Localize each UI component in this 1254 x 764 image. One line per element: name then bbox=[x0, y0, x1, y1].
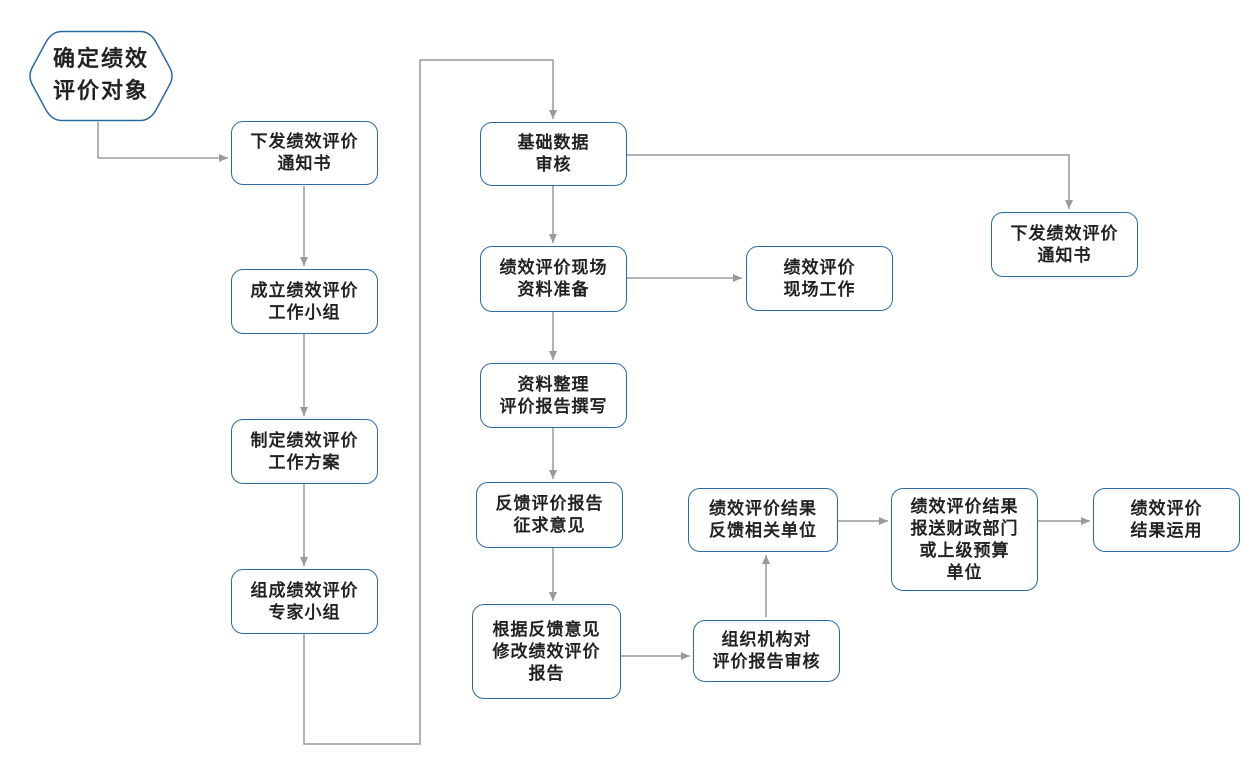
node-onsite-material-prep-line-1: 绩效评价现场 bbox=[499, 258, 608, 278]
node-report-to-finance: 绩效评价结果 报送财政部门 或上级预算 单位 bbox=[891, 488, 1038, 591]
node-make-work-plan-line-2: 工作方案 bbox=[268, 452, 341, 473]
node-revise-report-line-3: 报告 bbox=[528, 663, 565, 684]
node-form-expert-team-line-1: 组成绩效评价 bbox=[250, 580, 359, 601]
node-revise-report-line-1: 根据反馈意见 bbox=[492, 619, 601, 640]
node-feedback-solicit-line-1: 反馈评价报告 bbox=[495, 494, 604, 514]
node-report-to-finance-line-1: 绩效评价结果 bbox=[910, 496, 1019, 517]
node-onsite-material-prep: 绩效评价现场 资料准备 bbox=[480, 246, 627, 312]
node-basic-data-audit: 基础数据 审核 bbox=[480, 122, 627, 186]
edge-expert-to-audit bbox=[303, 59, 557, 745]
node-start-line-2: 评价对象 bbox=[52, 79, 149, 104]
node-result-application-line-1: 绩效评价 bbox=[1130, 499, 1203, 519]
node-result-feedback: 绩效评价结果 反馈相关单位 bbox=[688, 488, 838, 552]
node-report-writing-line-2: 评价报告撰写 bbox=[499, 396, 608, 417]
node-result-feedback-line-2: 反馈相关单位 bbox=[709, 521, 817, 541]
node-form-work-team-line-2: 工作小组 bbox=[268, 302, 341, 323]
node-make-work-plan-line-1: 制定绩效评价 bbox=[250, 430, 359, 451]
node-form-work-team-line-1: 成立绩效评价 bbox=[250, 280, 359, 301]
node-report-writing-line-1: 资料整理 bbox=[517, 374, 590, 395]
node-result-feedback-line-1: 绩效评价结果 bbox=[709, 499, 817, 519]
node-revise-report: 根据反馈意见 修改绩效评价 报告 bbox=[472, 604, 621, 699]
node-issue-notice-2-line-2: 通知书 bbox=[1037, 245, 1092, 266]
node-organization-review: 组织机构对 评价报告审核 bbox=[693, 620, 840, 682]
node-onsite-material-prep-line-2: 资料准备 bbox=[517, 280, 590, 300]
node-form-work-team: 成立绩效评价 工作小组 bbox=[231, 269, 378, 334]
node-form-expert-team-line-2: 专家小组 bbox=[268, 602, 341, 623]
edge-audit-to-notice2 bbox=[627, 154, 1073, 209]
node-issue-notice-1-line-1: 下发绩效评价 bbox=[250, 132, 359, 152]
start-hexagon-shape bbox=[29, 30, 173, 122]
node-revise-report-line-2: 修改绩效评价 bbox=[492, 641, 601, 662]
node-feedback-solicit-line-2: 征求意见 bbox=[513, 516, 586, 536]
node-feedback-solicit: 反馈评价报告 征求意见 bbox=[476, 482, 623, 548]
node-form-expert-team: 组成绩效评价 专家小组 bbox=[231, 569, 378, 634]
node-issue-notice-2-line-1: 下发绩效评价 bbox=[1010, 223, 1119, 244]
node-onsite-work: 绩效评价 现场工作 bbox=[746, 246, 893, 311]
node-make-work-plan: 制定绩效评价 工作方案 bbox=[231, 419, 378, 484]
node-result-application-line-2: 结果运用 bbox=[1130, 521, 1203, 541]
edge-start-to-notice1 bbox=[97, 122, 228, 162]
node-organization-review-line-2: 评价报告审核 bbox=[712, 652, 821, 672]
node-onsite-work-line-1: 绩效评价 bbox=[783, 257, 856, 278]
node-issue-notice-2: 下发绩效评价 通知书 bbox=[991, 212, 1138, 277]
node-basic-data-audit-line-2: 审核 bbox=[535, 155, 572, 175]
node-report-to-finance-line-4: 单位 bbox=[946, 562, 983, 583]
node-start-label: 确定绩效 评价对象 bbox=[28, 30, 174, 122]
node-issue-notice-1-line-2: 通知书 bbox=[277, 154, 332, 174]
node-report-to-finance-line-3: 或上级预算 bbox=[919, 540, 1010, 561]
node-organization-review-line-1: 组织机构对 bbox=[721, 630, 812, 650]
node-onsite-work-line-2: 现场工作 bbox=[783, 279, 856, 300]
node-issue-notice-1: 下发绩效评价 通知书 bbox=[231, 121, 378, 185]
node-start: 确定绩效 评价对象 bbox=[28, 30, 174, 122]
node-start-line-1: 确定绩效 bbox=[52, 47, 149, 72]
node-report-writing: 资料整理 评价报告撰写 bbox=[480, 363, 627, 428]
node-report-to-finance-line-2: 报送财政部门 bbox=[910, 518, 1019, 539]
node-result-application: 绩效评价 结果运用 bbox=[1093, 488, 1240, 552]
node-basic-data-audit-line-1: 基础数据 bbox=[517, 133, 590, 153]
